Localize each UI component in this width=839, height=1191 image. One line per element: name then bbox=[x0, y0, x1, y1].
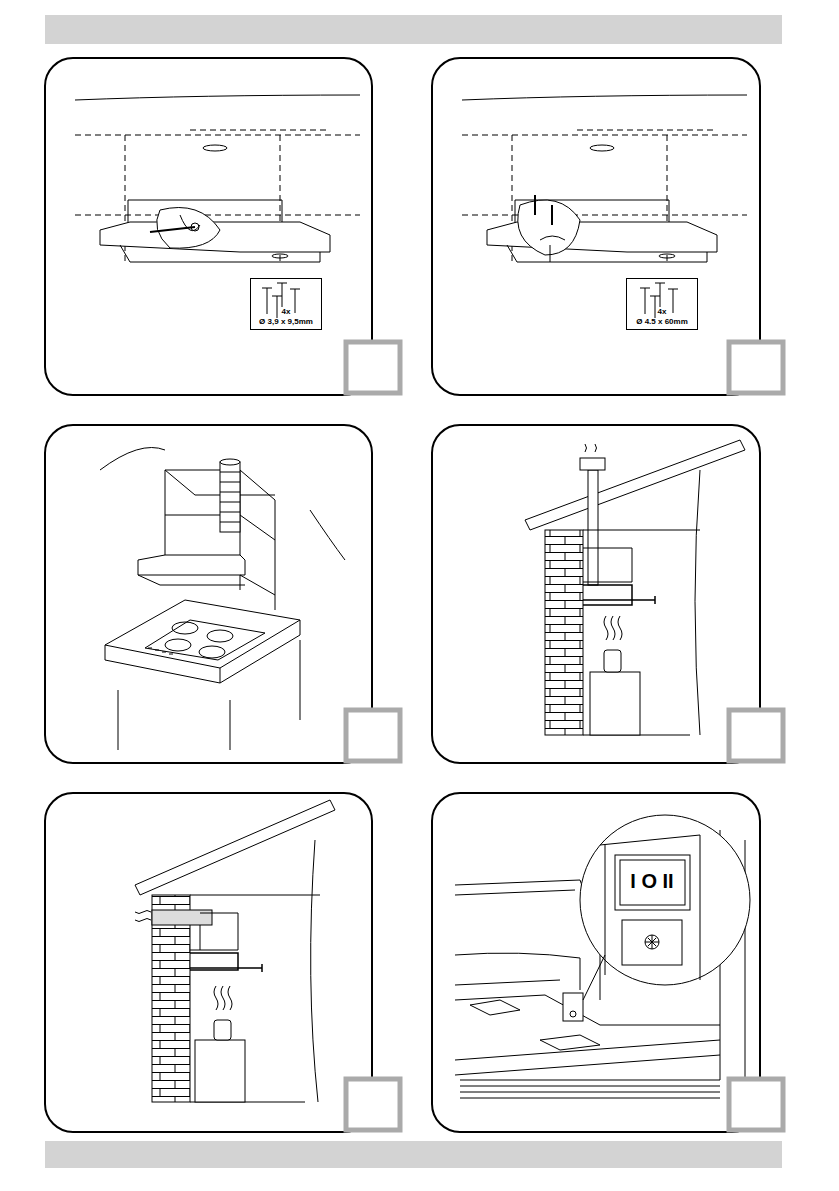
screw-pack-box: 4xØ 3,9 x 9,5mm bbox=[250, 278, 322, 330]
panel bbox=[432, 793, 760, 1132]
hood-fixing-side bbox=[75, 95, 360, 265]
panel bbox=[45, 58, 372, 395]
screw-spec: Ø 3,9 x 9,5mm bbox=[259, 317, 313, 327]
header-bar bbox=[45, 15, 782, 44]
hood-switch-detail bbox=[455, 815, 750, 1100]
screw-symbols bbox=[262, 283, 678, 318]
screw-spec: 4x bbox=[658, 307, 667, 317]
ducted-hood-cabinet bbox=[100, 448, 345, 751]
panel bbox=[432, 58, 760, 395]
footer-bar bbox=[45, 1141, 782, 1168]
hood-fixing-top bbox=[462, 95, 747, 265]
panel bbox=[45, 793, 372, 1132]
screw-pack-box: 4xØ 4.5 x 60mm bbox=[626, 278, 698, 330]
step-number-box bbox=[346, 342, 783, 1130]
panel bbox=[45, 425, 372, 763]
screw-spec: 4x bbox=[282, 307, 291, 317]
duct-through-roof bbox=[525, 440, 745, 735]
switch-marking: I O II bbox=[630, 870, 673, 893]
screw-spec: Ø 4.5 x 60mm bbox=[636, 317, 688, 327]
panel bbox=[432, 425, 760, 763]
duct-through-wall bbox=[135, 800, 335, 1102]
